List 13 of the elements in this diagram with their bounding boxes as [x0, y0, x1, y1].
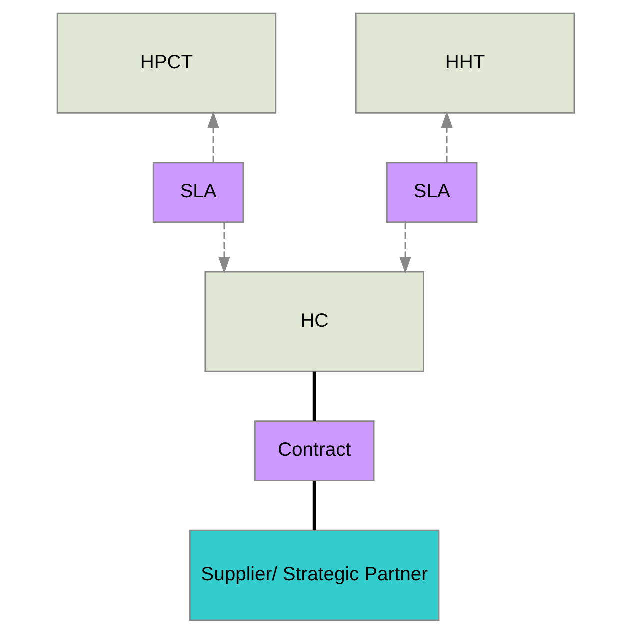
arrow	[218, 222, 230, 274]
connector	[312, 481, 316, 530]
node-box: HHT	[355, 12, 576, 114]
node-box: HPCT	[56, 12, 277, 114]
arrow	[400, 222, 412, 274]
node-box: SLA	[386, 162, 478, 223]
node-box: Contract	[254, 420, 375, 482]
arrow	[208, 111, 220, 163]
node-box: HC	[204, 271, 424, 372]
arrow	[441, 111, 453, 163]
node-box: SLA	[152, 162, 244, 223]
connector	[312, 372, 316, 422]
node-box: Supplier/ Strategic Partner	[190, 530, 440, 622]
